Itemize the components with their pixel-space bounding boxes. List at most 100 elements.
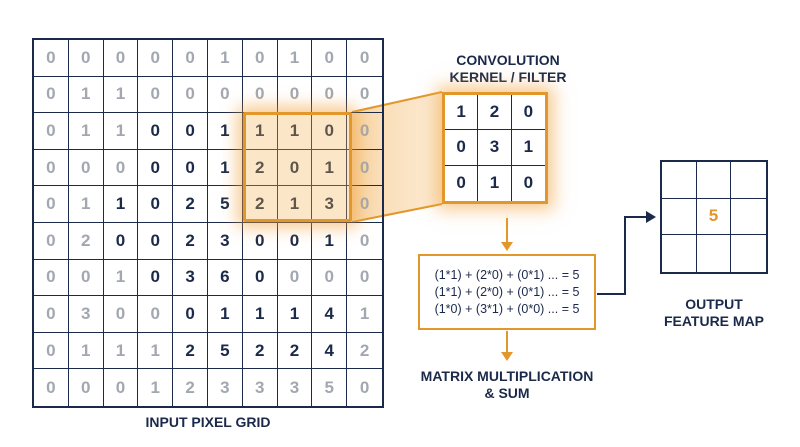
input-cell: 1 — [103, 76, 139, 114]
input-cell: 0 — [103, 40, 139, 77]
input-cell: 0 — [347, 260, 382, 297]
kernel-cell: 1 — [511, 130, 545, 166]
input-cell: 0 — [277, 259, 313, 297]
input-cell: 1 — [68, 113, 104, 150]
input-cell: 0 — [138, 40, 174, 77]
input-cell: 0 — [173, 113, 208, 150]
kernel-label-line1: CONVOLUTION — [456, 52, 560, 68]
formula-line-3: (1*0) + (3*1) + (0*0) ... = 5 — [434, 302, 580, 316]
input-cell: 0 — [34, 369, 69, 406]
input-cell: 2 — [173, 186, 208, 223]
input-cell: 1 — [312, 222, 348, 260]
output-cell: 5 — [696, 198, 732, 236]
input-cell: 2 — [242, 332, 278, 370]
matrix-multiplication-label: MATRIX MULTIPLICATION & SUM — [398, 368, 616, 402]
projection-line-bottom — [351, 203, 443, 223]
input-cell: 0 — [68, 40, 104, 77]
input-cell: 0 — [69, 369, 104, 406]
input-cell: 0 — [359, 377, 370, 397]
input-cell: 0 — [173, 149, 208, 187]
input-cell: 2 — [68, 222, 104, 260]
kernel-cell: 0 — [445, 130, 479, 166]
input-cell: 3 — [312, 186, 348, 223]
input-cell: 1 — [277, 296, 313, 333]
input-cell: 0 — [277, 222, 313, 260]
input-cell: 0 — [34, 40, 69, 77]
input-cell: 0 — [103, 222, 139, 260]
input-cell: 0 — [34, 259, 69, 297]
input-cell: 1 — [103, 259, 139, 297]
input-cell: 1 — [68, 76, 104, 114]
input-cell: 0 — [312, 76, 348, 114]
input-cell: 0 — [242, 76, 278, 114]
input-cell: 3 — [208, 369, 243, 406]
kernel-cell: 1 — [478, 165, 512, 201]
input-cell: 1 — [103, 332, 139, 370]
input-cell: 0 — [103, 149, 139, 187]
input-cell: 3 — [243, 369, 278, 406]
input-cell: 3 — [207, 222, 243, 260]
input-cell: 1 — [68, 332, 104, 370]
input-cell: 5 — [207, 186, 243, 223]
input-cell: 0 — [347, 40, 382, 77]
input-cell: 1 — [68, 186, 104, 223]
input-cell: 0 — [138, 296, 174, 333]
input-cell: 5 — [312, 369, 348, 406]
projection-beam — [352, 92, 442, 222]
input-cell: 2 — [347, 333, 382, 370]
input-cell: 0 — [347, 223, 382, 260]
output-cell — [662, 235, 697, 272]
kernel-label: CONVOLUTION KERNEL / FILTER — [418, 52, 598, 86]
input-cell: 0 — [34, 186, 69, 223]
input-cell: 1 — [207, 149, 243, 187]
input-cell: 0 — [173, 296, 208, 333]
input-cell: 2 — [173, 222, 208, 260]
input-cell: 0 — [347, 77, 382, 114]
input-cell: 0 — [312, 40, 348, 77]
input-cell: 0 — [242, 222, 278, 260]
matrix-label-line1: MATRIX MULTIPLICATION — [420, 368, 594, 384]
input-cell: 0 — [68, 259, 104, 297]
input-cell: 2 — [173, 332, 208, 370]
input-cell: 1 — [207, 296, 243, 333]
input-cell: 0 — [138, 186, 174, 223]
output-cell — [662, 162, 697, 199]
input-cell: 0 — [34, 222, 69, 260]
input-cell: 2 — [173, 369, 208, 406]
input-cell: 0 — [34, 76, 69, 114]
kernel-cell: 0 — [511, 95, 545, 131]
arrowhead-right — [646, 211, 656, 223]
kernel-cell: 2 — [478, 95, 512, 131]
input-cell: 3 — [173, 259, 208, 297]
input-cell: 0 — [312, 113, 348, 150]
input-cell: 0 — [242, 259, 278, 297]
output-cell — [731, 235, 766, 272]
input-cell: 0 — [138, 222, 174, 260]
input-cell: 0 — [277, 76, 313, 114]
input-cell: 5 — [207, 332, 243, 370]
kernel-label-line2: KERNEL / FILTER — [449, 68, 567, 85]
input-cell: 1 — [277, 113, 313, 150]
input-cell: 0 — [347, 113, 382, 150]
input-cell: 1 — [138, 332, 174, 370]
input-cell: 0 — [104, 369, 139, 406]
output-label: OUTPUT FEATURE MAP — [640, 296, 788, 330]
arrow-formula-to-output — [597, 216, 648, 295]
input-cell: 1 — [347, 296, 382, 333]
input-cell: 2 — [242, 186, 278, 223]
receptive-field-highlight — [243, 112, 352, 222]
input-grid-label: INPUT PIXEL GRID — [145, 414, 271, 430]
output-feature-map: 5 — [660, 160, 768, 274]
formula-line-1: (1*1) + (2*0) + (0*1) ... = 5 — [434, 268, 580, 282]
kernel-cell: 0 — [523, 173, 534, 193]
input-cell: 1 — [242, 296, 278, 333]
formula-box: (1*1) + (2*0) + (0*1) ... = 5 (1*1) + (2… — [418, 254, 596, 330]
input-cell: 0 — [347, 150, 382, 187]
projection-line-top — [351, 91, 443, 113]
input-cell: 0 — [68, 149, 104, 187]
input-cell: 3 — [278, 369, 313, 406]
input-cell: 0 — [173, 40, 208, 77]
